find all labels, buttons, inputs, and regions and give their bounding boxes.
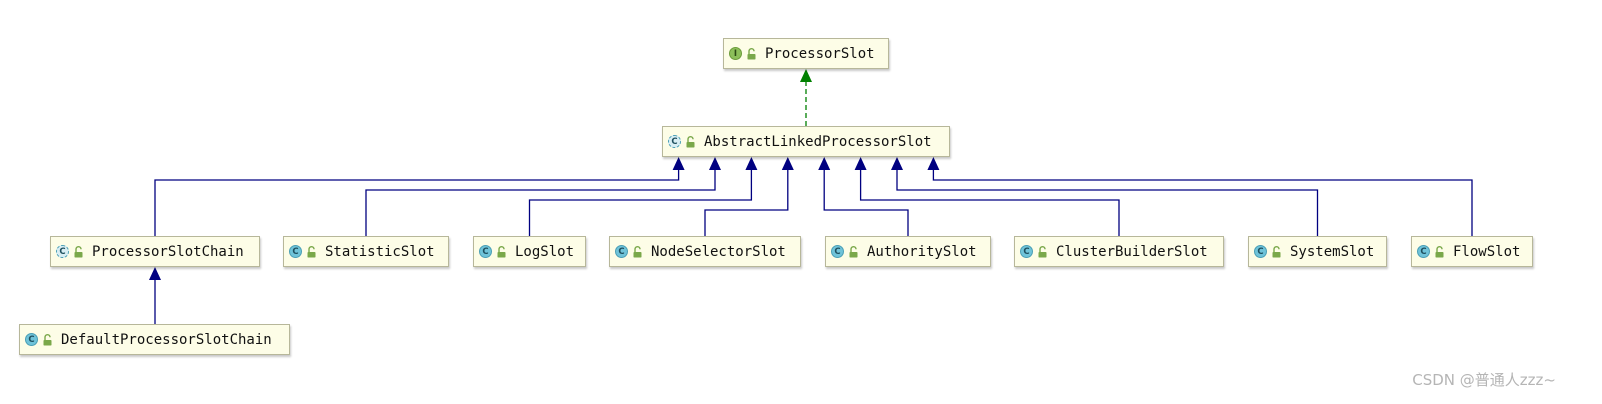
- arrowhead-statistic-slot: [709, 157, 721, 170]
- unlocked-icon: [43, 333, 52, 345]
- edge-system-slot: [896, 170, 1319, 236]
- node-system-slot[interactable]: C SystemSlot: [1248, 236, 1387, 267]
- node-label: FlowSlot: [1453, 243, 1521, 260]
- node-cluster-builder-slot[interactable]: C ClusterBuilderSlot: [1014, 236, 1224, 267]
- arrowhead-flow-slot: [927, 157, 940, 170]
- node-statistic-slot[interactable]: C StatisticSlot: [283, 236, 449, 267]
- node-label: ProcessorSlotChain: [92, 243, 244, 260]
- node-log-slot[interactable]: C LogSlot: [473, 236, 586, 267]
- class-icon: C: [25, 333, 38, 346]
- node-processor-slot-chain[interactable]: C ProcessorSlotChain: [50, 236, 260, 267]
- node-label: ProcessorSlot: [765, 45, 875, 62]
- node-default-processor-slot-chain[interactable]: C DefaultProcessorSlotChain: [19, 324, 290, 355]
- node-label: StatisticSlot: [325, 243, 435, 260]
- arrowhead-node-selector-slot: [781, 157, 794, 170]
- unlocked-icon: [1435, 245, 1444, 257]
- unlocked-icon: [849, 245, 858, 257]
- node-abstract-linked-processor-slot[interactable]: C AbstractLinkedProcessorSlot: [662, 126, 950, 157]
- node-label: AuthoritySlot: [867, 243, 977, 260]
- edge-node-selector-slot: [704, 170, 789, 236]
- node-authority-slot[interactable]: C AuthoritySlot: [825, 236, 991, 267]
- node-label: DefaultProcessorSlotChain: [61, 331, 272, 348]
- edge-log-slot: [528, 170, 753, 236]
- interface-icon: I: [729, 47, 742, 60]
- unlocked-icon: [74, 245, 83, 257]
- unlocked-icon: [686, 135, 695, 147]
- arrowhead-default-processor-slot-chain: [149, 267, 161, 280]
- class-icon: C: [1254, 245, 1267, 258]
- class-icon: C: [289, 245, 302, 258]
- arrowhead-authority-slot: [818, 157, 831, 170]
- unlocked-icon: [747, 47, 756, 59]
- abstract-class-icon: C: [56, 245, 69, 258]
- unlocked-icon: [1038, 245, 1047, 257]
- arrowhead-system-slot: [891, 157, 903, 170]
- node-flow-slot[interactable]: C FlowSlot: [1411, 236, 1533, 267]
- abstract-class-icon: C: [668, 135, 681, 148]
- node-label: SystemSlot: [1290, 243, 1375, 260]
- class-icon: C: [1417, 245, 1430, 258]
- unlocked-icon: [633, 245, 642, 257]
- edge-cluster-builder-slot: [859, 170, 1120, 236]
- edge-processor-slot-chain: [154, 170, 680, 236]
- edge-statistic-slot: [365, 170, 716, 236]
- arrowhead-abstract-linked-processor-slot: [800, 69, 812, 82]
- edge-flow-slot: [932, 170, 1473, 236]
- unlocked-icon: [1272, 245, 1281, 257]
- node-label: LogSlot: [515, 243, 575, 260]
- node-label: ClusterBuilderSlot: [1056, 243, 1208, 260]
- node-label: AbstractLinkedProcessorSlot: [704, 133, 932, 150]
- watermark: CSDN @普通人zzz~: [1412, 371, 1556, 389]
- class-icon: C: [615, 245, 628, 258]
- arrowhead-processor-slot-chain: [672, 157, 685, 170]
- class-icon: C: [479, 245, 492, 258]
- unlocked-icon: [307, 245, 316, 257]
- class-icon: C: [831, 245, 844, 258]
- arrowhead-cluster-builder-slot: [854, 157, 867, 170]
- node-processor-slot[interactable]: I ProcessorSlot: [723, 38, 889, 69]
- class-icon: C: [1020, 245, 1033, 258]
- arrowhead-log-slot: [745, 157, 758, 170]
- node-label: NodeSelectorSlot: [651, 243, 786, 260]
- unlocked-icon: [497, 245, 506, 257]
- node-node-selector-slot[interactable]: C NodeSelectorSlot: [609, 236, 801, 267]
- edge-authority-slot: [823, 170, 909, 236]
